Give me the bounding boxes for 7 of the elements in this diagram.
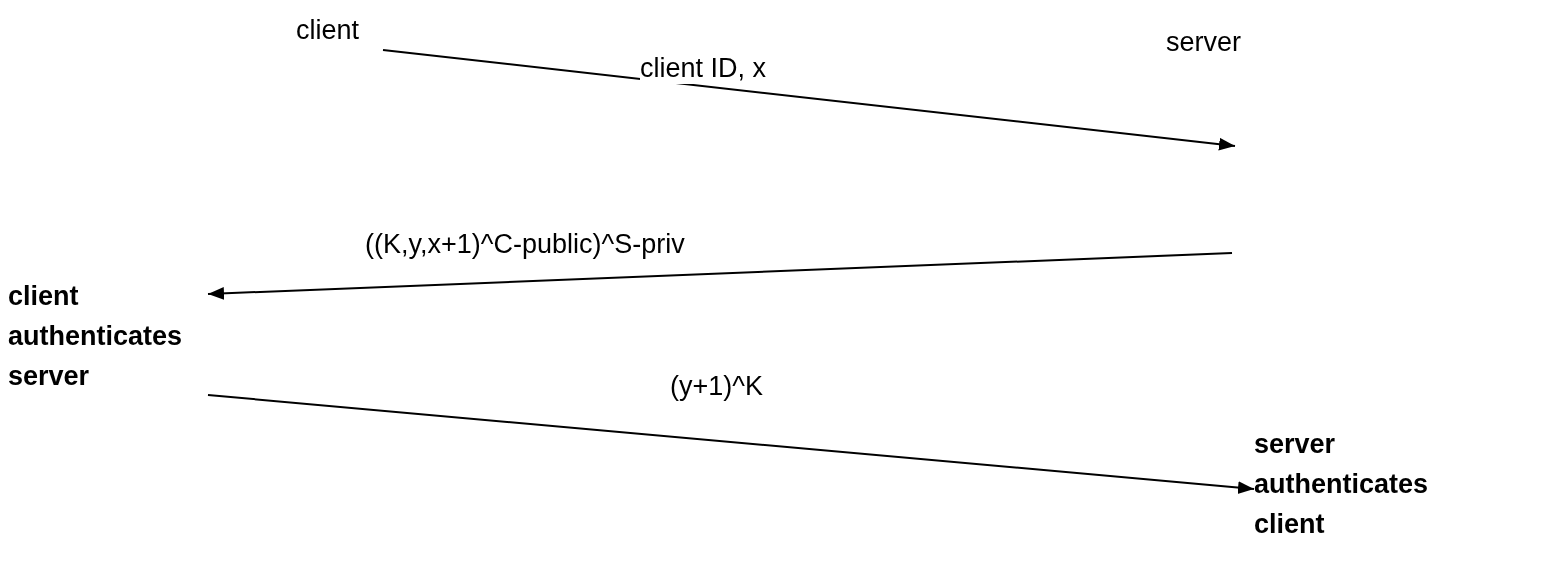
note-text: server authenticates client: [1254, 424, 1454, 544]
participant-label: client: [296, 10, 416, 50]
arrow: [207, 252, 1233, 300]
arrow: [207, 394, 1255, 494]
note-text: client authenticates server: [8, 276, 208, 396]
arrow: [382, 49, 1236, 151]
participant-label: server: [1166, 22, 1286, 62]
